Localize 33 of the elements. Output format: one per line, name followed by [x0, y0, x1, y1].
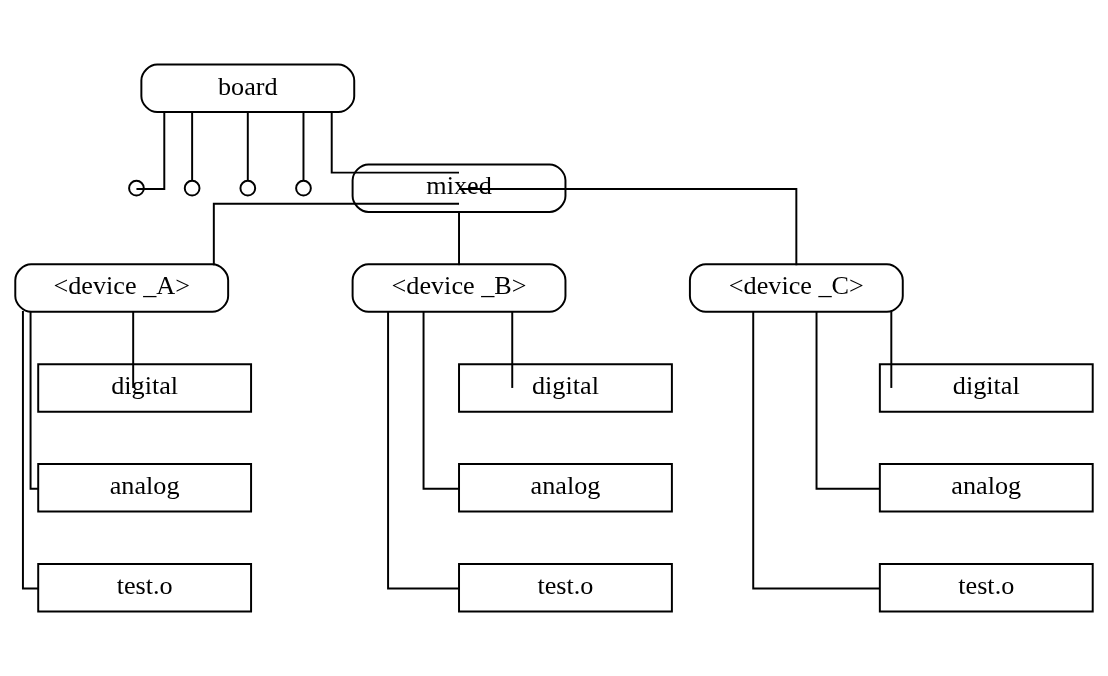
- connector: [212, 202, 460, 267]
- node-box: <device _C>: [688, 263, 904, 313]
- connector: [458, 210, 460, 267]
- node-box: <device _A>: [14, 263, 230, 313]
- node-box: <device _B>: [351, 263, 567, 313]
- connector: [458, 188, 798, 267]
- connector: [422, 310, 460, 490]
- connector: [890, 310, 893, 389]
- connector: [246, 110, 249, 181]
- connector: [132, 310, 135, 389]
- node-box: analog: [878, 463, 1094, 513]
- node-circle: [183, 179, 201, 197]
- connector: [511, 310, 514, 389]
- node-box: test.o: [37, 563, 253, 613]
- connector: [29, 310, 40, 490]
- node-box: digital: [878, 363, 1094, 413]
- node-box: board: [140, 63, 356, 114]
- node-box: analog: [37, 463, 253, 513]
- node-box: test.o: [878, 563, 1094, 613]
- node-box: digital: [458, 363, 673, 413]
- node-circle: [239, 179, 257, 197]
- node-box: analog: [458, 463, 673, 513]
- node-circle: [128, 179, 145, 197]
- connector: [135, 110, 166, 190]
- node-box: digital: [37, 363, 253, 413]
- connector: [330, 110, 460, 174]
- connector: [191, 110, 194, 181]
- connector: [752, 310, 881, 590]
- node-box: test.o: [458, 563, 673, 613]
- node-circle: [295, 179, 312, 197]
- connector: [302, 110, 305, 181]
- connector: [815, 310, 881, 490]
- connector: [387, 310, 460, 590]
